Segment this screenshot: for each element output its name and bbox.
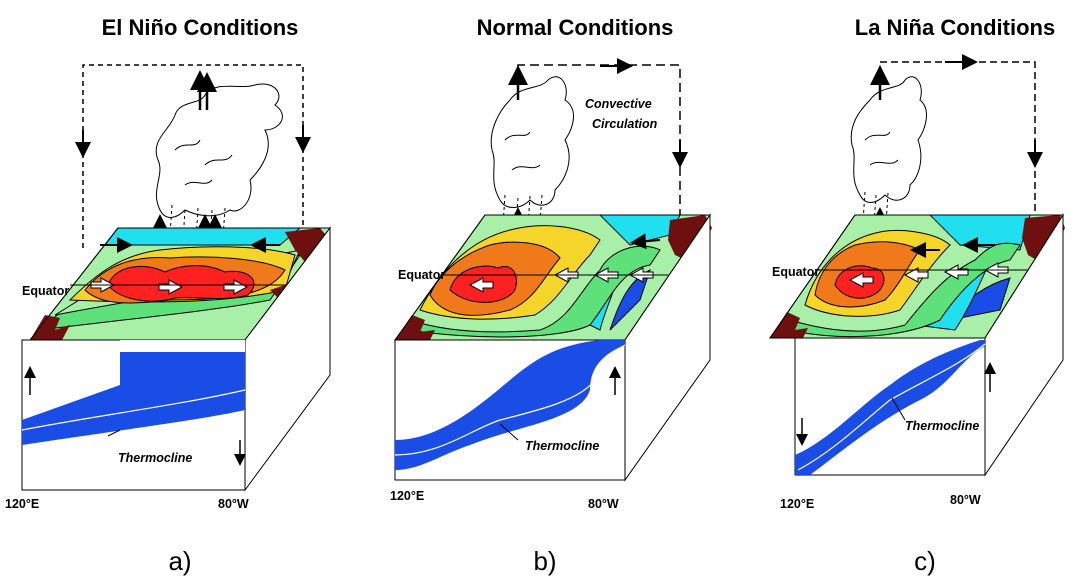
thermocline-line [394,344,626,456]
longitude-right: 80°W [588,497,619,511]
panel-title: La Niña Conditions [855,15,1055,40]
ocean-box [794,213,1064,477]
label-leader [107,429,121,437]
equator-label: Equator [22,284,69,298]
thermocline-label: Thermocline [525,439,599,453]
ocean-box [21,226,331,492]
cloud-icon [490,76,574,208]
left-arrow-icon [630,233,661,250]
thermocline-label: Thermocline [905,419,979,433]
longitude-right: 80°W [218,497,249,511]
label-leader [891,397,906,421]
longitude-right: 80°W [950,493,981,507]
longitude-left: 120°E [390,489,424,503]
longitude-left: 120°E [5,497,39,511]
panel-caption: b) [533,546,556,576]
ocean-box [394,213,711,482]
thermocline-line [21,389,246,431]
equator-label: Equator [398,268,445,282]
convective-label-line1: Convective [585,97,652,111]
longitude-left: 120°E [780,497,814,511]
panel-la-nina: La Niña Conditions [769,15,1065,576]
panel-title: Normal Conditions [477,15,674,40]
panel-caption: c) [914,546,936,576]
panel-el-nino: El Niño Conditions [5,15,332,576]
ocean-surface-map [394,214,712,341]
equator-label: Equator [772,265,819,279]
convective-label-line2: Circulation [592,117,658,131]
panel-caption: a) [168,546,191,576]
panel-title: El Niño Conditions [102,15,299,40]
panel-normal: Normal Conditions Convective Circulation [390,15,712,576]
thermocline-label: Thermocline [118,451,192,465]
label-leader [499,423,519,441]
cloud-icon [850,76,927,203]
cloud-icon [155,83,283,218]
thermocline-line [797,343,986,471]
